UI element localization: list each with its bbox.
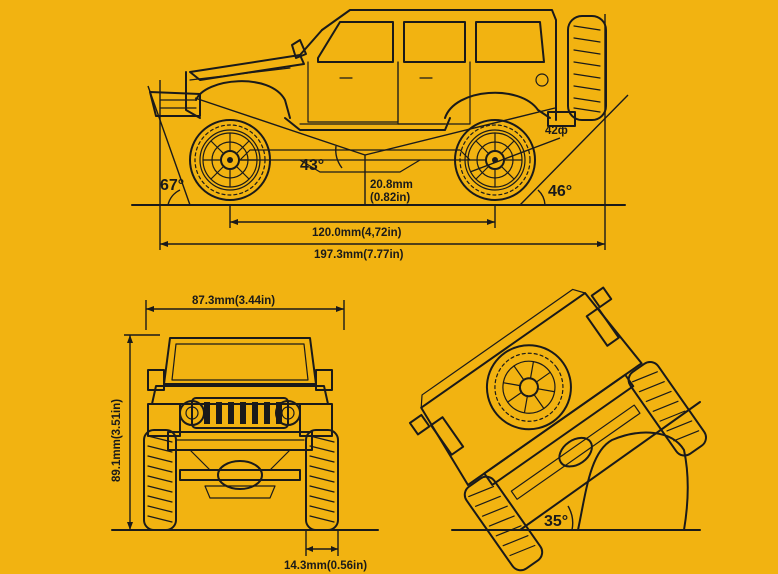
front-vehicle-body [147, 337, 333, 499]
breakover-line-front [194, 97, 366, 156]
tire-angle-line [469, 137, 561, 173]
rock [577, 431, 689, 531]
front-view: 87.3mm(3.44in) 89.1mm(3.51in) 14.3mm(0.5… [111, 295, 379, 572]
tire-width-label: 14.3mm(0.56in) [284, 560, 367, 572]
departure-line [519, 94, 629, 206]
climb-slope-line [519, 401, 701, 531]
approach-angle-label: 67° [160, 177, 184, 194]
side-vehicle-body [149, 9, 576, 173]
grille [191, 397, 289, 429]
length-label: 197.3mm(7.77in) [314, 249, 404, 261]
climb-angle-label: 35° [544, 513, 568, 530]
front-left-tire [143, 429, 177, 531]
approach-arc [167, 189, 181, 206]
front-bumper [167, 431, 313, 451]
breakover-angle-label: 43° [300, 157, 324, 174]
front-right-tire [305, 429, 339, 531]
approach-line [147, 85, 191, 206]
breakover-arc [335, 145, 343, 169]
tilted-vehicle [408, 286, 707, 572]
height-label: 89.1mm(3.51in) [111, 399, 123, 482]
departure-arc [537, 189, 546, 206]
breakover-line-rear [364, 107, 556, 156]
departure-angle-label: 46° [548, 183, 572, 200]
width-label: 87.3mm(3.44in) [192, 295, 275, 307]
side-view: 67° 43° 20.8mm (0.82in) 46° 42ф 120.0mm(… [131, 9, 629, 261]
climb-angle-arc [567, 505, 574, 531]
ground-clearance-in-label: (0.82in) [370, 192, 410, 204]
tire-angle-label: 42ф [545, 125, 568, 137]
ground-clearance-label: 20.8mm [370, 179, 413, 191]
spare-tire [567, 15, 607, 121]
climb-view: 35° [408, 286, 707, 572]
wheelbase-label: 120.0mm(4,72in) [312, 227, 402, 239]
